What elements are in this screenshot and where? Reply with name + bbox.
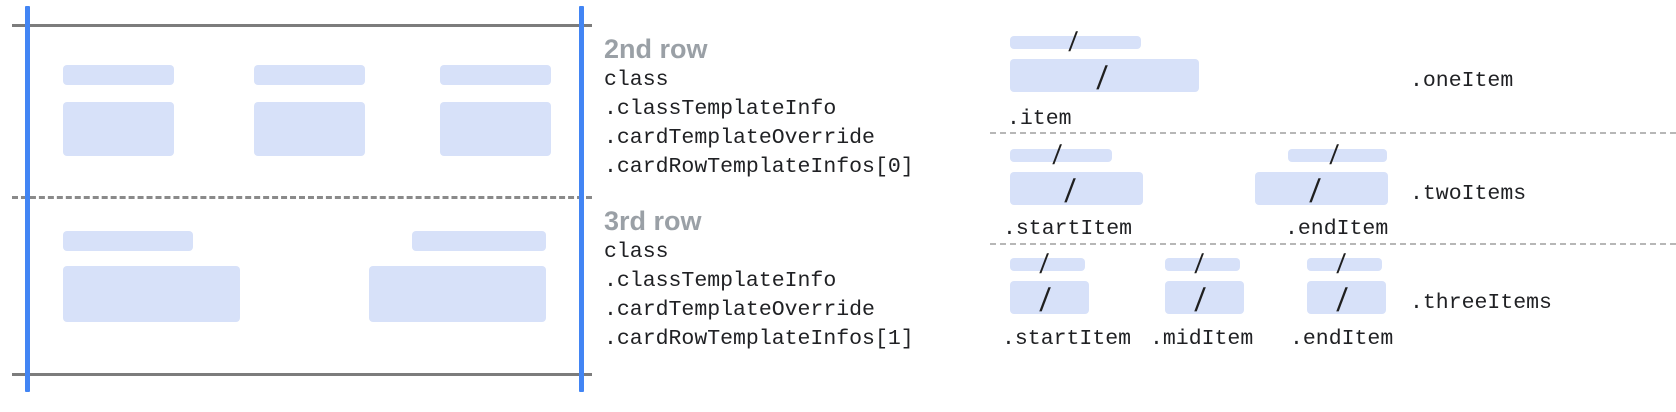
item-template-legend: / / .item .oneItem / / .startItem / / .e… [985,0,1676,412]
three-items-start-item-label: .startItem [1002,327,1132,351]
row3-item2-content-bar [369,266,546,322]
legend-divider-1 [990,132,1676,134]
row2-item3-content-bar [440,102,551,156]
two-items-end-content-bar [1255,172,1388,205]
one-item-label-bar [1010,36,1141,49]
row2-item2-label-bar [254,65,365,85]
two-items-start-label-bar [1010,149,1112,162]
annotation-row2-title: 2nd row [604,34,708,64]
annotation-row3-code-line-2: .classTemplateInfo [604,269,837,293]
two-items-end-item-label: .endItem [1285,217,1389,241]
annotation-row2-code-line-2: .classTemplateInfo [604,97,837,121]
two-items-start-item-label: .startItem [1003,217,1133,241]
annotation-row3-code-line-1: class [604,240,669,264]
two-items-start-content-bar [1010,172,1143,205]
annotation-row3-title: 3rd row [604,206,702,236]
card-left-guide-line [25,6,30,392]
two-items-group-label: .twoItems [1410,182,1527,206]
row2-item1-content-bar [63,102,174,156]
three-items-end-label-bar [1307,258,1382,271]
one-item-group-label: .oneItem [1410,69,1514,93]
row2-item3-label-bar [440,65,551,85]
annotation-row2: 2nd row class .classTemplateInfo .cardTe… [604,32,914,182]
three-items-end-content-bar [1307,281,1386,314]
card-right-guide-line [579,6,584,392]
row2-item2-content-bar [254,102,365,156]
card-row-preview [0,0,592,412]
annotation-row2-code-line-3: .cardTemplateOverride [604,126,875,150]
row3-item1-label-bar [63,231,193,251]
three-items-mid-item-label: .midItem [1150,327,1254,351]
row2-item1-label-bar [63,65,174,85]
annotation-row2-code-line-1: class [604,68,669,92]
three-items-group-label: .threeItems [1410,291,1552,315]
two-items-end-label-bar [1288,149,1387,162]
card-bottom-boundary-line [12,373,592,376]
three-items-mid-label-bar [1165,258,1240,271]
three-items-start-content-bar [1010,281,1089,314]
annotation-row2-code-line-4: .cardRowTemplateInfos[0] [604,155,914,179]
legend-divider-2 [990,243,1676,245]
annotation-row3: 3rd row class .classTemplateInfo .cardTe… [604,204,914,354]
three-items-mid-content-bar [1165,281,1244,314]
row3-item2-label-bar [412,231,546,251]
three-items-end-item-label: .endItem [1290,327,1394,351]
row3-item1-content-bar [63,266,240,322]
card-row-divider-line [12,196,592,199]
annotation-row3-code-line-3: .cardTemplateOverride [604,298,875,322]
one-item-item-label: .item [1007,107,1072,131]
one-item-content-bar [1010,59,1199,92]
annotation-row3-code-line-4: .cardRowTemplateInfos[1] [604,327,914,351]
three-items-start-label-bar [1010,258,1085,271]
card-top-boundary-line [12,24,592,27]
